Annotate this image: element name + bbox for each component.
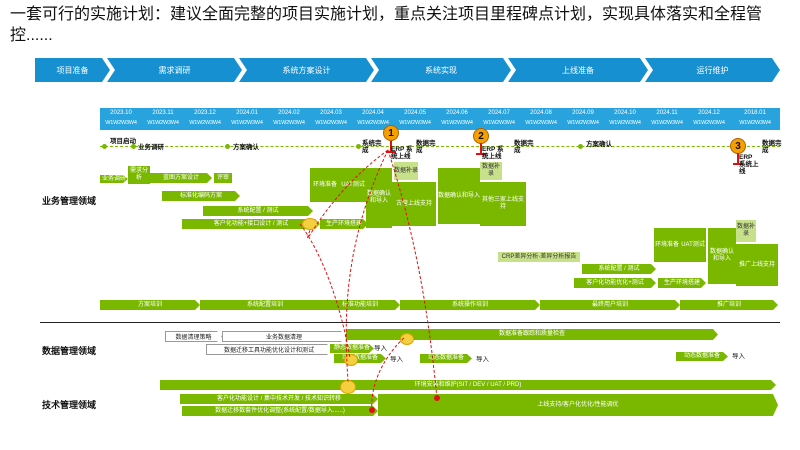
milestone-pin-base [386,151,396,153]
task-golive-support: 上线支持/客户化优化/性能调优 [378,394,778,416]
task-dynamic-prep: 动态数据准备 [334,354,386,363]
milestone-pin-base [733,163,743,165]
task-custom-opt: 客户化功能优化+测试 [574,278,656,288]
task-custom-dev: 客户化功能+接口设计 / 测试 [182,219,320,229]
task-biz-survey: 业务调研 [101,175,126,182]
phase-golive-prep: 上线准备 [508,58,648,82]
task-review: 评审 [214,173,232,183]
task-import-3: 导入 [476,356,489,363]
area-business: 业务管理领域 [42,196,97,206]
milestone-badge-1: 1 [383,125,399,141]
task-dynamic-prep-2: 动态数据准备 [420,354,472,363]
task-train-2: 系统配置培训 [200,300,330,310]
task-quality-check: 数据准备跟踪和质量检查 [346,329,718,340]
milestone-pin-base [476,153,486,155]
divider [40,322,780,323]
area-data: 数据管理领域 [42,346,97,356]
task-prod-env-2: 生产环境搭建 [658,278,706,288]
milestone-erp-live-1: ERP 系统上线 [391,146,413,160]
milestone-kickoff: 项目启动 [110,138,136,145]
task-blueprint: 蓝图方案设计 [150,173,212,183]
task-uat: UAT测试 [338,168,368,202]
milestone-erp-live-2: ERP 系统上线 [482,146,504,160]
milestone-plan-confirm: 方案确认 [233,144,259,151]
page-title: 一套可行的实施计划：建议全面完整的项目实施计划，重点关注项目里程碑点计划，实现具… [10,6,763,44]
milestone-dot [225,144,230,149]
task-env-ready: 环境准备 [310,168,340,202]
task-sys-config: 系统配置 / 测试 [203,206,313,216]
task-env-install: 环境安装和维护(SIT / DEV / UAT / PRD) [160,380,776,390]
task-data-confirm-3: 数据确认和导入 [708,228,736,284]
milestone-pin [480,143,482,153]
phase-bar: 项目准备 需求调研 系统方案设计 系统实现 上线准备 运行维护 [35,58,780,82]
task-prod-env: 生产环境搭建 [320,219,368,229]
task-clean-strategy: 数据清理策略 [165,331,222,342]
task-train-3: 标准功能培训 [320,300,400,310]
task-train-1: 方案培训 [100,300,200,310]
milestone-data-done-1: 数据完成 [416,140,436,154]
milestone-erp-live-3: ERP 系统上线 [739,154,759,175]
task-migration-opt: 数据迁移数套件优化调整(系统配置/数据导入......) [182,406,378,416]
area-tech: 技术管理领域 [42,400,97,410]
task-dynamic-prep-3: 动态数据准备 [676,352,728,361]
task-data-patch-2: 数据补录 [480,162,502,180]
phase-solution-design: 系统方案设计 [239,58,374,82]
task-train-4: 系统操作培训 [400,300,540,310]
task-crp: CRP差异分析·差异分析报告 [498,252,580,262]
task-uat-2: UAT测试 [680,228,706,262]
task-other-support: 其他三家上线支持 [480,182,526,226]
phase-requirements: 需求调研 [107,58,242,82]
task-import-4: 导入 [732,353,745,360]
task-train-6: 推广培训 [680,300,778,310]
milestone-pin [737,153,739,163]
task-import: 导入 [374,345,387,352]
task-env-ready-2: 环境准备 [654,228,680,262]
milestone-data-done-3: 数据完成 [762,140,782,154]
task-static-prep: 静态数据准备 [330,344,374,353]
phase-operation: 运行维护 [645,58,780,82]
milestone-pin [390,141,392,151]
highlight-marker [400,333,414,345]
task-data-patch-3: 数据补录 [736,220,756,242]
milestone-plan-confirm-2: 方案确认 [586,141,612,148]
milestone-dot [356,144,361,149]
task-std-plan: 标准化编码方案 [162,191,240,201]
task-data-confirm-2: 数据确认和导入 [438,168,480,224]
milestone-dot [578,144,583,149]
highlight-marker [344,354,358,366]
phase-project-prep: 项目准备 [35,58,110,82]
milestone-sys-done: 系统完成 [362,140,382,154]
phase-implementation: 系统实现 [371,58,511,82]
task-custom-design: 客户化功能设计 / 集中技术开发 / 技术知识转移 [180,394,378,404]
milestone-data-done-2: 数据完成 [514,140,534,154]
milestone-dot [131,144,136,149]
task-data-confirm: 数据确认和导入 [366,168,392,228]
task-train-5: 最终用户培训 [540,300,680,310]
milestone-survey: 业务调研 [138,144,164,151]
task-import-2: 导入 [390,356,403,363]
task-data-patch: 数据补录 [394,162,418,180]
task-promo-support: 推广上线支持 [736,244,778,286]
task-sys-config-2: 系统配置 / 测试 [582,264,656,274]
task-req-analysis: 需求分析 [128,166,150,184]
milestone-line [100,146,780,147]
milestone-dot [102,144,107,149]
